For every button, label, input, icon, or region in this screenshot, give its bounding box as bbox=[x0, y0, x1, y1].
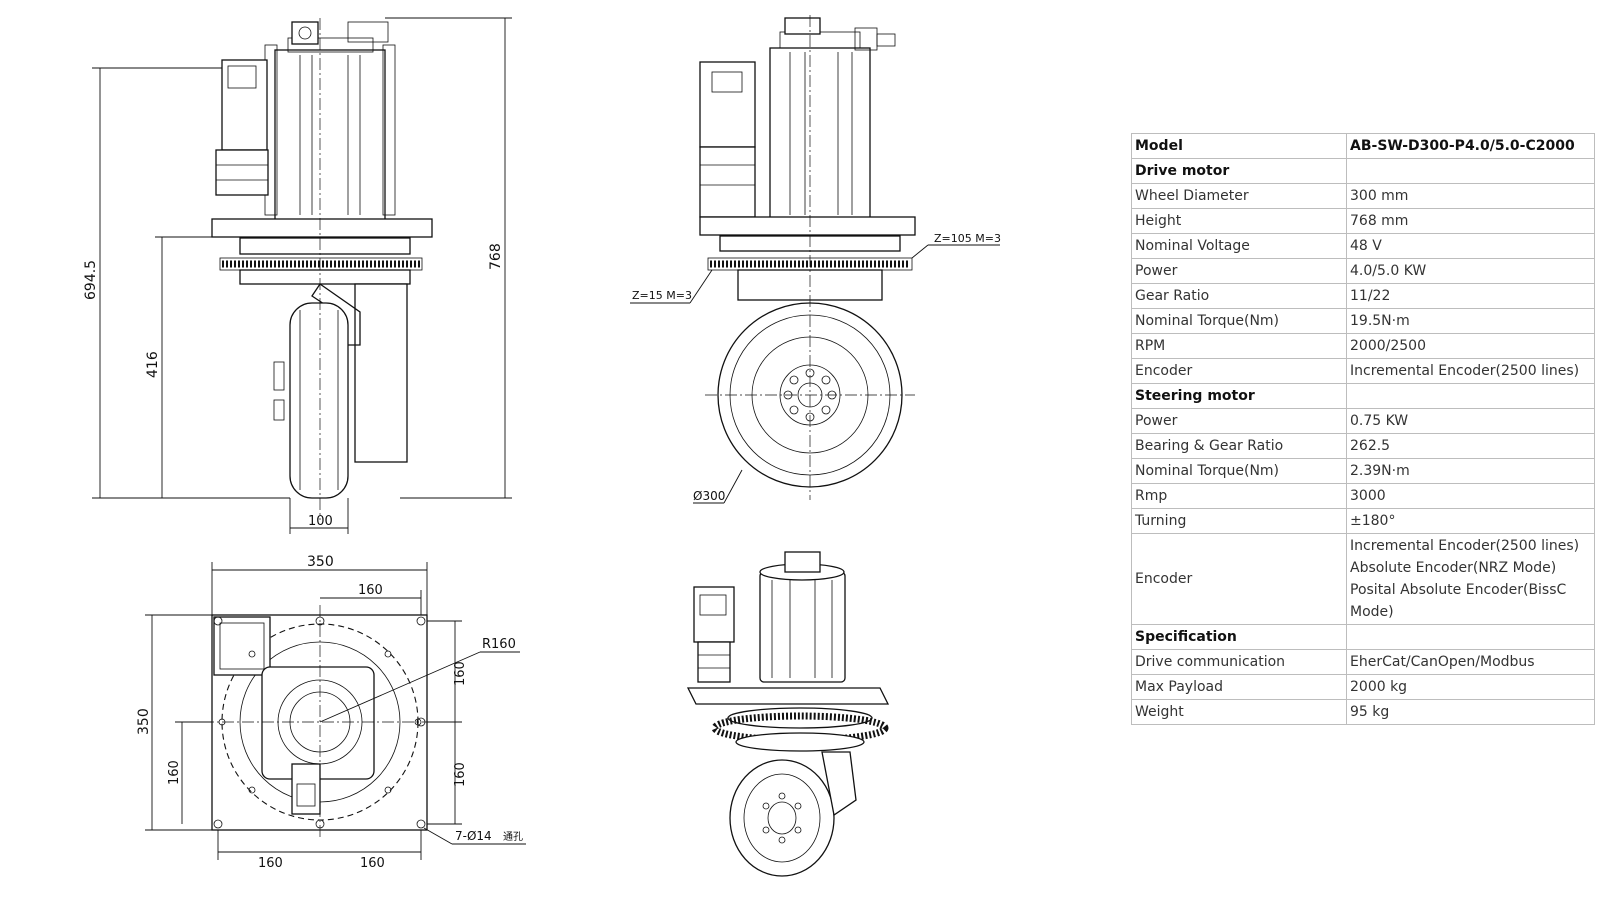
spec-value-list: Incremental Encoder(2500 lines) Absolute… bbox=[1346, 533, 1595, 625]
spec-value: 19.5N·m bbox=[1346, 308, 1595, 334]
section-label: Specification bbox=[1131, 624, 1347, 650]
table-row: Nominal Voltage 48 V bbox=[1131, 233, 1595, 259]
spec-value: 2000 kg bbox=[1346, 674, 1595, 700]
spec-label: Max Payload bbox=[1131, 674, 1347, 700]
table-row: Drive communication EherCat/CanOpen/Modb… bbox=[1131, 649, 1595, 675]
spec-value: Incremental Encoder(2500 lines) bbox=[1346, 358, 1595, 384]
table-row: Bearing & Gear Ratio 262.5 bbox=[1131, 433, 1595, 459]
encoder-option: Posital Absolute Encoder(BissC bbox=[1350, 582, 1567, 598]
table-row: Height 768 mm bbox=[1131, 208, 1595, 234]
table-row: Nominal Torque(Nm) 19.5N·m bbox=[1131, 308, 1595, 334]
top-dim-width-label: 350 bbox=[307, 554, 334, 570]
top-dim-bottom-right-label: 160 bbox=[360, 856, 385, 871]
spec-label: Turning bbox=[1131, 508, 1347, 534]
top-dim-holes-label: 7-Ø14 bbox=[455, 829, 492, 843]
spec-label: Rmp bbox=[1131, 483, 1347, 509]
top-view: 350 160 350 160 160 160 160 160 R160 7-Ø… bbox=[136, 554, 526, 871]
spec-label: Height bbox=[1131, 208, 1347, 234]
top-dim-right-lower-label: 160 bbox=[453, 762, 468, 787]
table-row: Gear Ratio 11/22 bbox=[1131, 283, 1595, 309]
front-view: 768 694.5 416 100 bbox=[83, 17, 512, 534]
table-row-encoder-options: Encoder Incremental Encoder(2500 lines) … bbox=[1131, 533, 1595, 625]
table-row: Weight 95 kg bbox=[1131, 699, 1595, 725]
table-row: Encoder Incremental Encoder(2500 lines) bbox=[1131, 358, 1595, 384]
encoder-option: Incremental Encoder(2500 lines) bbox=[1350, 538, 1580, 554]
dim-768-label: 768 bbox=[488, 243, 504, 270]
spec-label: Drive communication bbox=[1131, 649, 1347, 675]
table-row: RPM 2000/2500 bbox=[1131, 333, 1595, 359]
spec-value: EherCat/CanOpen/Modbus bbox=[1346, 649, 1595, 675]
side-view: Z=105 M=3 Z=15 M=3 Ø300 bbox=[630, 15, 1001, 504]
top-dim-holes-note: 通孔 bbox=[503, 831, 523, 843]
top-dim-radius-label: R160 bbox=[482, 637, 516, 652]
spec-label: Weight bbox=[1131, 699, 1347, 725]
spec-label: Wheel Diameter bbox=[1131, 183, 1347, 209]
spec-value: 4.0/5.0 KW bbox=[1346, 258, 1595, 284]
wheel-diameter-label: Ø300 bbox=[693, 489, 725, 503]
spec-label: Nominal Voltage bbox=[1131, 233, 1347, 259]
table-row-model: Model AB-SW-D300-P4.0/5.0-C2000 bbox=[1131, 133, 1595, 159]
technical-drawing: 768 694.5 416 100 bbox=[83, 15, 1001, 877]
spec-label: Power bbox=[1131, 258, 1347, 284]
dim-416-label: 416 bbox=[145, 351, 161, 378]
spec-value: ±180° bbox=[1346, 508, 1595, 534]
encoder-option: Mode) bbox=[1350, 604, 1394, 620]
table-row-section-specification: Specification bbox=[1131, 624, 1595, 650]
spec-value: 95 kg bbox=[1346, 699, 1595, 725]
spec-value: 3000 bbox=[1346, 483, 1595, 509]
spec-value: 11/22 bbox=[1346, 283, 1595, 309]
table-row: Wheel Diameter 300 mm bbox=[1131, 183, 1595, 209]
section-label: Steering motor bbox=[1131, 383, 1347, 409]
spec-value bbox=[1346, 158, 1595, 184]
spec-value: AB-SW-D300-P4.0/5.0-C2000 bbox=[1346, 133, 1595, 159]
top-dim-left-lower-label: 160 bbox=[167, 760, 182, 785]
spec-value bbox=[1346, 383, 1595, 409]
table-row: Max Payload 2000 kg bbox=[1131, 674, 1595, 700]
dim-694-label: 694.5 bbox=[83, 260, 99, 300]
spec-label: Gear Ratio bbox=[1131, 283, 1347, 309]
dim-100-label: 100 bbox=[308, 514, 333, 529]
spec-value bbox=[1346, 624, 1595, 650]
spec-label: RPM bbox=[1131, 333, 1347, 359]
gear-large-label: Z=105 M=3 bbox=[934, 232, 1001, 245]
spec-label: Bearing & Gear Ratio bbox=[1131, 433, 1347, 459]
spec-value: 0.75 KW bbox=[1346, 408, 1595, 434]
table-row: Power 4.0/5.0 KW bbox=[1131, 258, 1595, 284]
table-row: Rmp 3000 bbox=[1131, 483, 1595, 509]
spec-value: 300 mm bbox=[1346, 183, 1595, 209]
table-row-section-steering-motor: Steering motor bbox=[1131, 383, 1595, 409]
spec-label: Nominal Torque(Nm) bbox=[1131, 458, 1347, 484]
iso-wheel-bolts bbox=[762, 792, 802, 844]
isometric-view bbox=[686, 551, 890, 877]
spec-value: 48 V bbox=[1346, 233, 1595, 259]
spec-value: 262.5 bbox=[1346, 433, 1595, 459]
spec-table: Model AB-SW-D300-P4.0/5.0-C2000 Drive mo… bbox=[1131, 133, 1595, 725]
top-dim-bottom-left-label: 160 bbox=[258, 856, 283, 871]
spec-value: 2000/2500 bbox=[1346, 333, 1595, 359]
table-row-section-drive-motor: Drive motor bbox=[1131, 158, 1595, 184]
top-dim-right-upper-label: 160 bbox=[453, 661, 468, 686]
top-dim-top-half-label: 160 bbox=[358, 583, 383, 598]
spec-label: Encoder bbox=[1131, 358, 1347, 384]
section-label: Drive motor bbox=[1131, 158, 1347, 184]
spec-label: Power bbox=[1131, 408, 1347, 434]
table-row: Turning ±180° bbox=[1131, 508, 1595, 534]
gear-small-label: Z=15 M=3 bbox=[632, 289, 692, 302]
spec-label: Encoder bbox=[1131, 533, 1347, 625]
spec-value: 768 mm bbox=[1346, 208, 1595, 234]
table-row: Power 0.75 KW bbox=[1131, 408, 1595, 434]
encoder-option: Absolute Encoder(NRZ Mode) bbox=[1350, 560, 1557, 576]
table-row: Nominal Torque(Nm) 2.39N·m bbox=[1131, 458, 1595, 484]
spec-value: 2.39N·m bbox=[1346, 458, 1595, 484]
spec-label: Nominal Torque(Nm) bbox=[1131, 308, 1347, 334]
top-dim-height-label: 350 bbox=[136, 708, 152, 735]
spec-label: Model bbox=[1131, 133, 1347, 159]
